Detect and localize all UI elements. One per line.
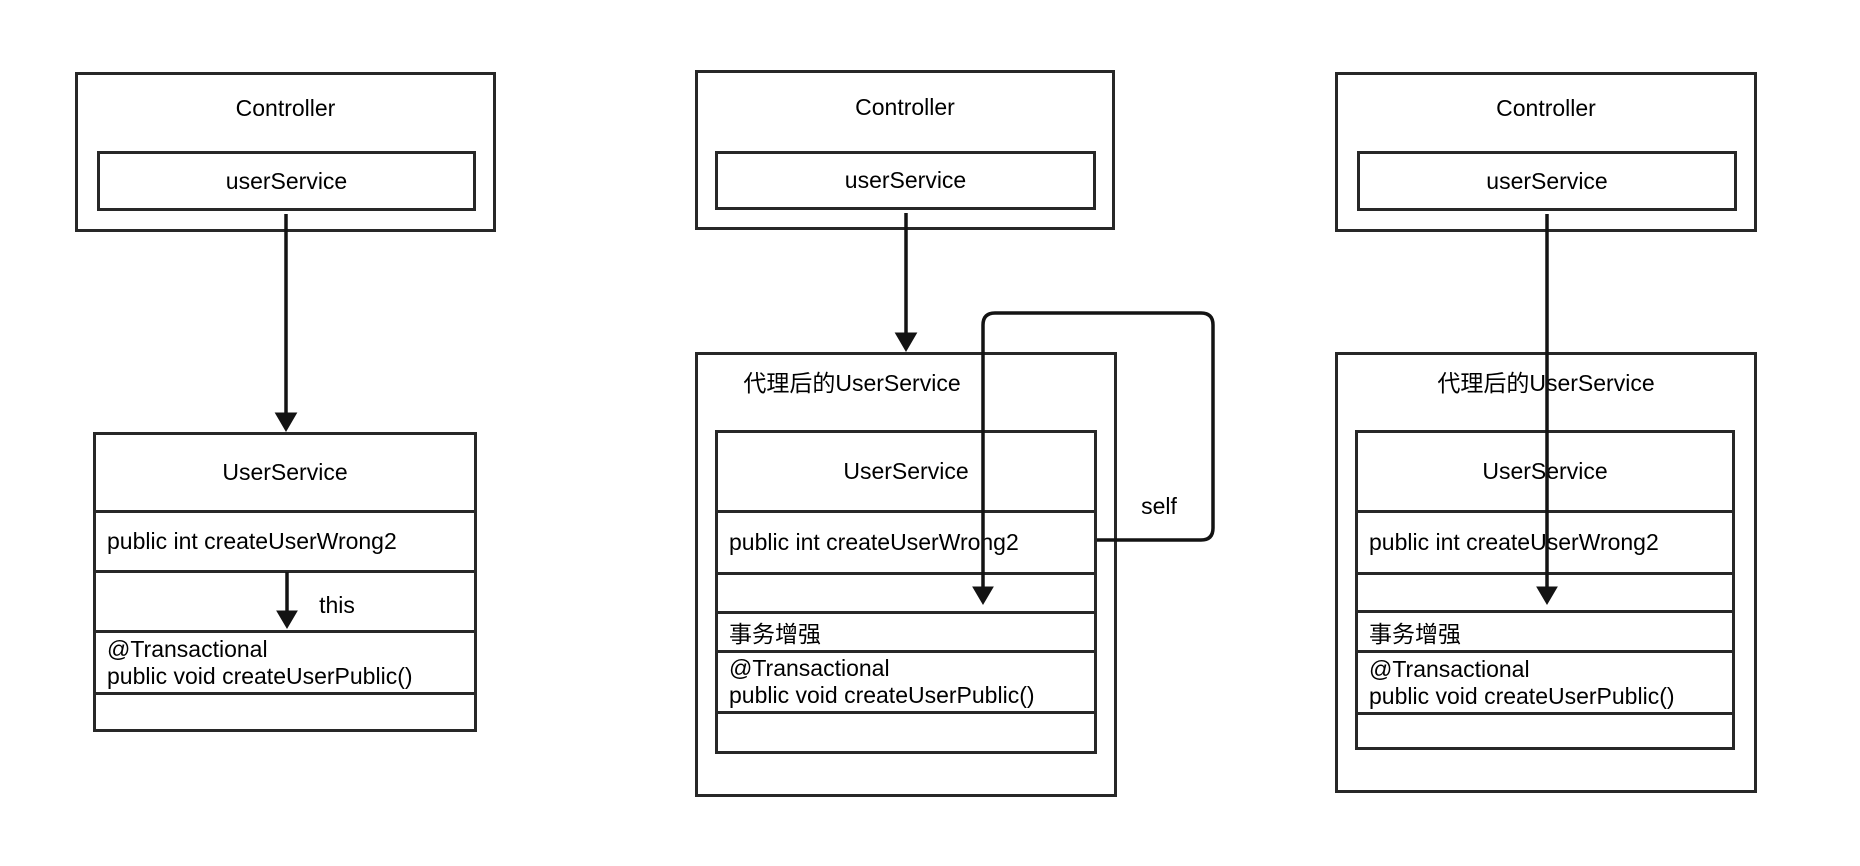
this-arrow-label: this [319,592,355,618]
method-createuserpublic-middle: @Transactional public void createUserPub… [718,650,1094,711]
call-landing-row-right [1358,572,1732,610]
this-call-row-left [96,570,474,630]
transactional-annotation-middle: @Transactional [729,655,890,681]
transaction-enhancement-row-middle: 事务增强 [718,611,1094,650]
method-createuserwrong2-left: public int createUserWrong2 [96,510,474,570]
self-arrow-label: self [1141,493,1177,519]
controller-title-left: Controller [235,95,336,121]
transaction-enhancement-row-right: 事务增强 [1358,610,1732,650]
controller-title-right: Controller [1496,95,1596,121]
empty-row-left [96,692,474,729]
self-call-landing-row-middle [718,572,1094,611]
userservice-class-box-right: UserService public int createUserWrong2 … [1355,430,1735,750]
method-createuserwrong2-right: public int createUserWrong2 [1358,510,1732,572]
class-title-middle: UserService [843,458,969,484]
proxied-userservice-title-right: 代理后的UserService [1437,370,1655,396]
arrow-controller-to-proxy-middle [894,213,918,352]
userservice-field-box-right: userService [1357,151,1737,211]
class-title-right: UserService [1482,458,1608,484]
method-public-signature-left: public void createUserPublic() [107,662,413,689]
userservice-field-label-left: userService [225,167,348,194]
method-createuserpublic-left: @Transactional public void createUserPub… [96,630,474,692]
transactional-annotation-right: @Transactional [1369,655,1530,682]
empty-row-right [1358,712,1732,747]
proxied-userservice-title-middle: 代理后的UserService [743,370,961,396]
userservice-class-box-middle: UserService public int createUserWrong2 … [715,430,1097,754]
userservice-field-label-middle: userService [844,167,967,193]
transactional-annotation-left: @Transactional [107,635,268,662]
userservice-class-box-left: UserService public int createUserWrong2 … [93,432,477,732]
userservice-field-box-middle: userService [715,151,1096,210]
method-public-signature-right: public void createUserPublic() [1369,682,1675,709]
arrow-controller-to-userservice-left [274,214,298,432]
class-title-left: UserService [222,459,348,485]
controller-title-middle: Controller [855,94,955,120]
empty-row-middle [718,711,1094,751]
method-createuserpublic-right: @Transactional public void createUserPub… [1358,650,1732,712]
userservice-field-box-left: userService [97,151,476,211]
userservice-field-label-right: userService [1486,167,1608,194]
method-createuserwrong2-middle: public int createUserWrong2 [718,510,1094,572]
method-public-signature-middle: public void createUserPublic() [729,682,1035,708]
